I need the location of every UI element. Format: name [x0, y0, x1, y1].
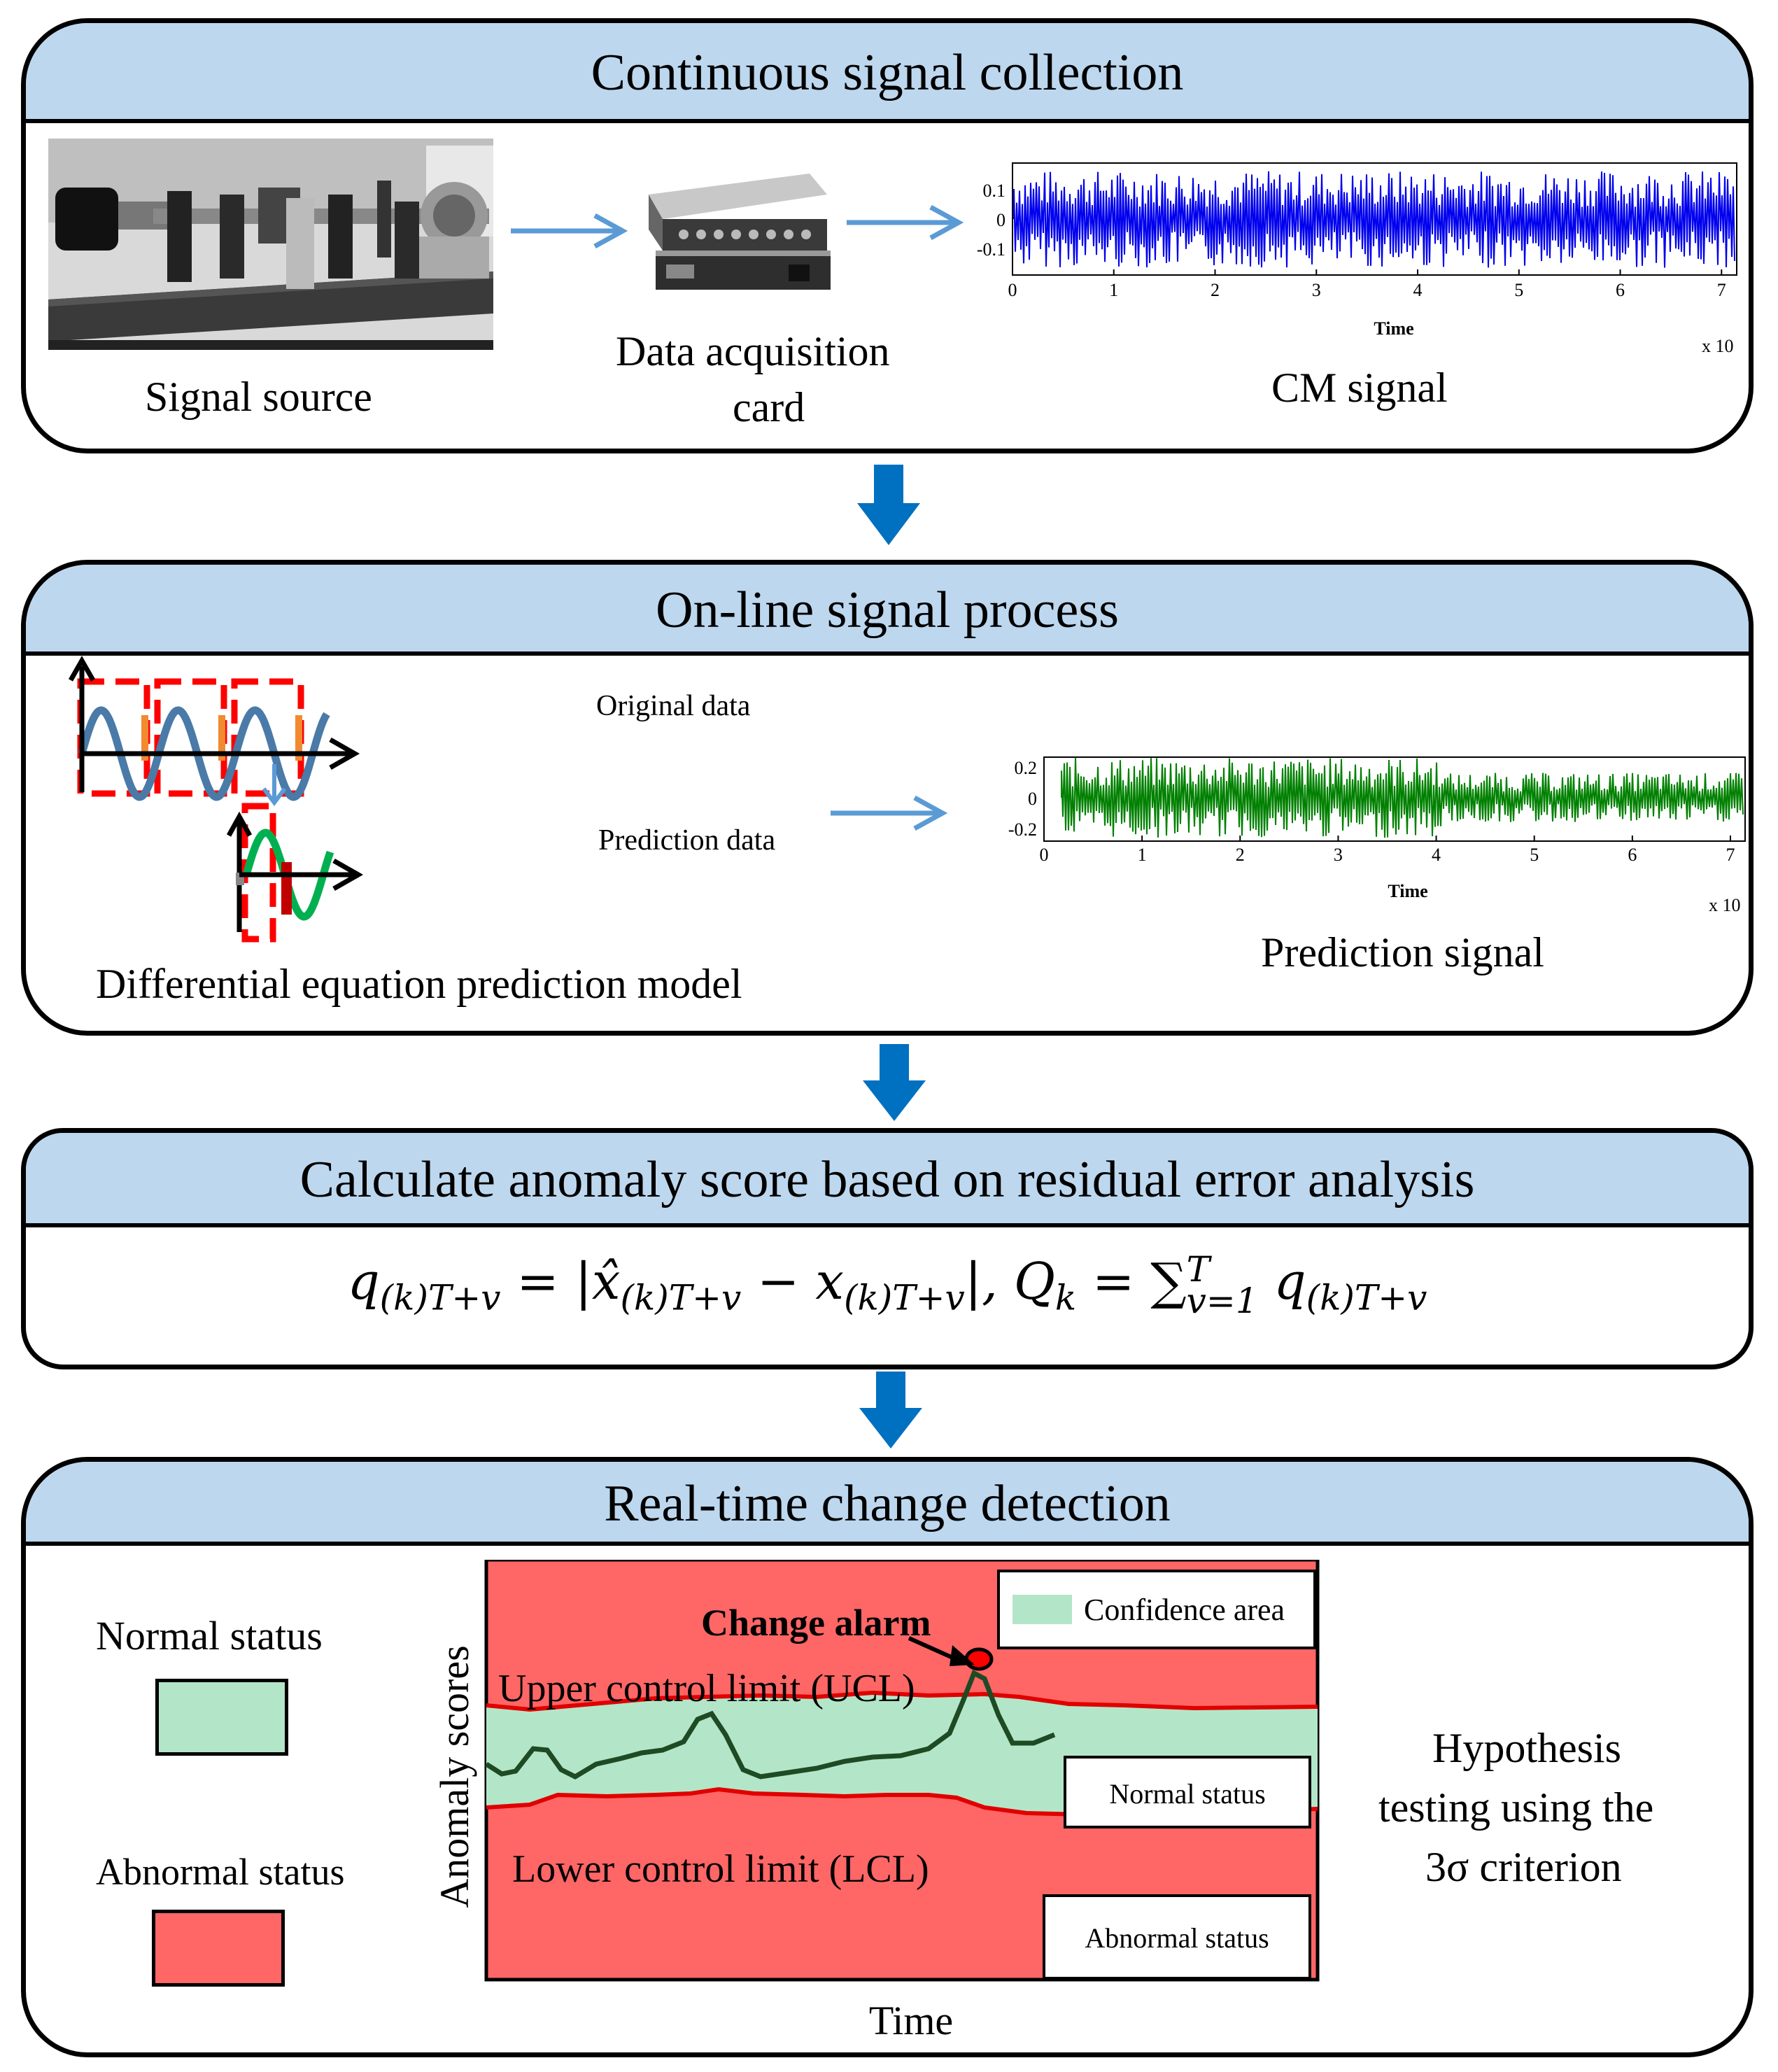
legend-normal-label: Normal status	[96, 1613, 323, 1658]
hypothesis-line-3: 3σ criterion	[1425, 1844, 1622, 1890]
axis-exponent: 4	[1752, 882, 1754, 897]
xtick: 0	[1008, 280, 1017, 300]
xtick: 7	[1717, 280, 1726, 300]
test-rig-image	[48, 139, 493, 350]
ytick: 0.2	[1015, 758, 1038, 778]
xtick: 4	[1413, 280, 1423, 300]
panel-header: Real-time change detection	[26, 1462, 1749, 1546]
panel-signal-collection: Continuous signal collection Signal sour…	[21, 18, 1754, 453]
arrow-right-icon	[831, 796, 948, 831]
change-alarm-label: Change alarm	[701, 1602, 931, 1644]
y-axis-label: Anomaly scores	[432, 1645, 477, 1908]
panel-signal-process: On-line signal process	[21, 560, 1754, 1036]
x-axis-label: Time	[869, 1998, 953, 2043]
model-label: Differential equation prediction model	[96, 961, 742, 1007]
xtick: 3	[1334, 845, 1343, 865]
ytick: -0.2	[1008, 819, 1037, 840]
x-axis-label: Time	[1388, 881, 1427, 901]
panel-anomaly-score: Calculate anomaly score based on residua…	[21, 1128, 1754, 1369]
hypothesis-line-1: Hypothesis	[1432, 1725, 1621, 1771]
prediction-signal-waveform	[1061, 757, 1744, 838]
panel-title: Calculate anomaly score based on residua…	[299, 1151, 1475, 1208]
axis-multiplier: x 10	[1709, 895, 1741, 915]
xtick: 5	[1530, 845, 1539, 865]
xtick: 6	[1616, 280, 1625, 300]
control-chart: Change alarm Confidence area Upper contr…	[432, 1560, 1320, 2043]
flow-arrow-down-icon	[857, 465, 920, 545]
ucl-line	[486, 1690, 1318, 1712]
xtick: 5	[1514, 280, 1523, 300]
panel-change-detection: Real-time change detection Normal status…	[21, 1457, 1754, 2057]
cm-signal-label: CM signal	[1271, 365, 1448, 411]
alarm-marker-icon	[964, 1647, 994, 1671]
panel-header: Continuous signal collection	[26, 23, 1749, 123]
flow-arrow-down-icon	[863, 1044, 926, 1121]
ytick: 0.1	[983, 181, 1006, 201]
ytick: -0.1	[977, 239, 1006, 260]
panel-header: Calculate anomaly score based on residua…	[26, 1133, 1749, 1227]
abnormal-status-box: Abnormal status	[1085, 1922, 1269, 1954]
legend-abnormal-swatch	[152, 1910, 285, 1987]
daq-label-line1: Data acquisition	[616, 328, 890, 374]
arrow-right-icon	[511, 213, 628, 248]
ucl-label: Upper control limit (UCL)	[498, 1667, 915, 1710]
original-data-wave	[78, 706, 330, 801]
arrow-right-icon	[847, 205, 964, 240]
xtick: 6	[1628, 845, 1637, 865]
daq-label-line2: card	[733, 384, 805, 430]
xtick: 1	[1138, 845, 1147, 865]
xtick: 2	[1236, 845, 1245, 865]
xtick: 1	[1109, 280, 1118, 300]
ytick: 0	[996, 210, 1006, 230]
xtick: 0	[1040, 845, 1049, 865]
xtick: 7	[1726, 845, 1735, 865]
axis-multiplier: x 10	[1702, 336, 1734, 356]
xtick: 2	[1211, 280, 1220, 300]
flow-arrow-down-icon	[859, 1372, 922, 1449]
original-data-label: Original data	[596, 690, 751, 722]
prediction-signal-label: Prediction signal	[1261, 929, 1544, 975]
signal-source-label: Signal source	[145, 374, 372, 420]
ytick: 0	[1028, 789, 1037, 809]
x-axis-label: Time	[1374, 318, 1413, 339]
anomaly-score-line	[485, 1670, 1056, 1779]
panel-header: On-line signal process	[26, 565, 1749, 656]
prediction-signal-plot: 0.2 0 -0.2 0 1 2 3 4 5 6 7 Time x 10 4	[1008, 756, 1754, 915]
legend-normal-swatch	[155, 1679, 288, 1756]
hypothesis-line-2: testing using the	[1378, 1784, 1654, 1831]
legend-abnormal-label: Abnormal status	[96, 1851, 345, 1893]
panel-title: On-line signal process	[656, 582, 1119, 639]
panel-title: Continuous signal collection	[591, 44, 1184, 101]
xtick: 4	[1432, 845, 1441, 865]
prediction-model-diagram	[68, 655, 364, 943]
lcl-label: Lower control limit (LCL)	[512, 1847, 929, 1891]
prediction-data-label: Prediction data	[598, 824, 776, 857]
confidence-area-label: Confidence area	[1084, 1593, 1285, 1627]
cm-signal-waveform	[1013, 171, 1735, 268]
normal-status-box: Normal status	[1109, 1778, 1265, 1810]
xtick: 3	[1312, 280, 1321, 300]
daq-card-image	[649, 174, 831, 290]
panel-title: Real-time change detection	[604, 1475, 1171, 1532]
